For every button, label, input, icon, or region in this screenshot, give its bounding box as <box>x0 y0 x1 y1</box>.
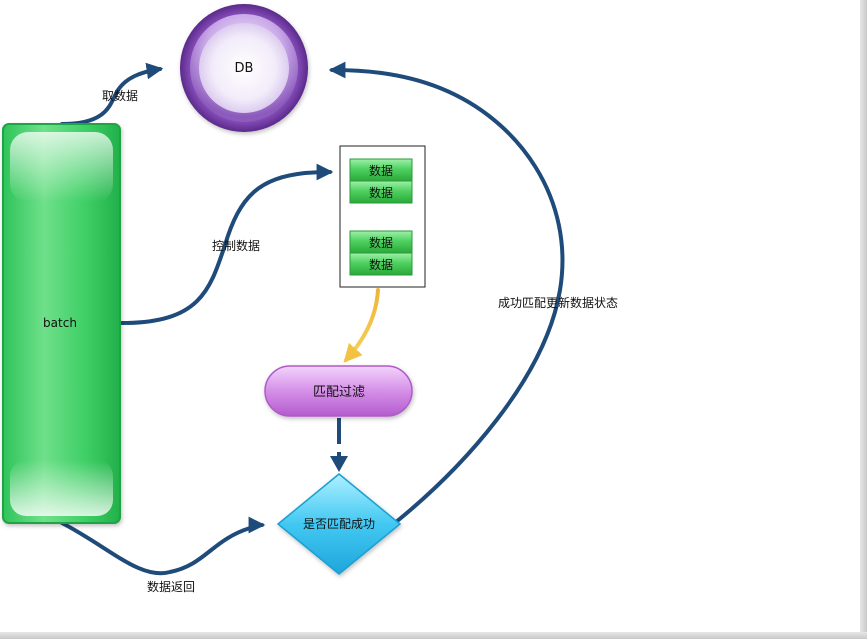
edge-label-update: 成功匹配更新数据状态 <box>498 295 618 310</box>
data-item-label-4: 数据 <box>369 257 393 272</box>
batch-node <box>2 123 121 524</box>
bottom-edge-shadow <box>0 632 867 639</box>
db-label: DB <box>235 61 254 76</box>
decision-node <box>276 473 402 575</box>
decision-label: 是否匹配成功 <box>303 517 375 531</box>
edge-to-filter <box>343 288 380 363</box>
edge-control <box>120 163 334 325</box>
edge-filter-to-decision-arrow <box>330 456 348 472</box>
edge-return <box>60 516 266 576</box>
data-item-4 <box>349 252 413 276</box>
edge-update <box>328 61 565 524</box>
right-edge-shadow <box>860 0 867 639</box>
data-item-label-3: 数据 <box>369 235 393 250</box>
data-item-label-1: 数据 <box>369 163 393 178</box>
batch-label: batch <box>43 316 77 330</box>
filter-label: 匹配过滤 <box>313 385 365 400</box>
data-item-label-2: 数据 <box>369 185 393 200</box>
edge-label-fetch: 取数据 <box>102 88 138 103</box>
filter-node <box>264 365 413 417</box>
edge-label-control: 控制数据 <box>212 238 260 253</box>
db-node <box>180 4 308 132</box>
data-item-2 <box>349 180 413 204</box>
edge-fetch <box>60 62 164 126</box>
edge-label-return: 数据返回 <box>147 579 195 594</box>
